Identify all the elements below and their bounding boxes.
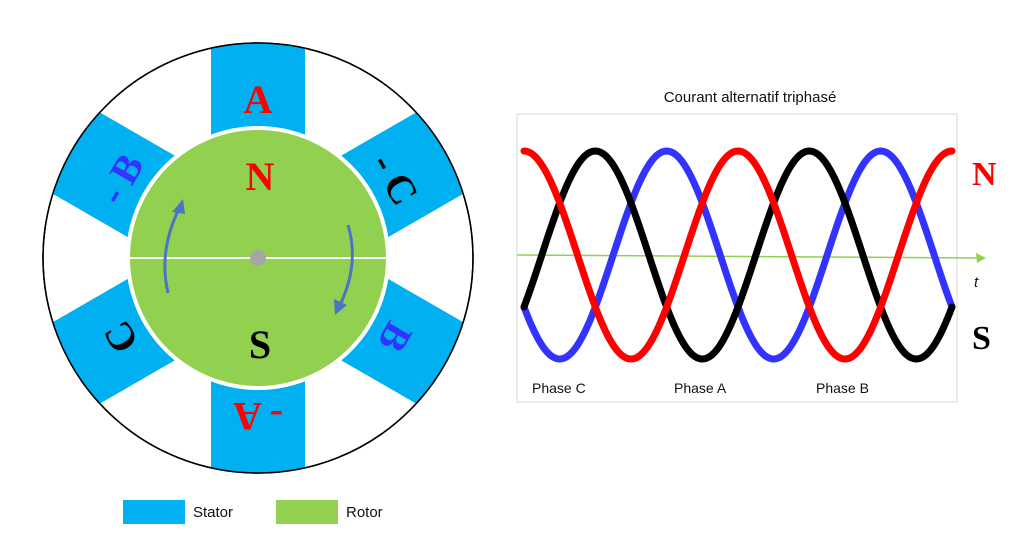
time-axis-label: t bbox=[974, 274, 979, 291]
legend-item-rotor: Rotor bbox=[276, 500, 383, 524]
stator-label-neg-a: - A bbox=[233, 394, 283, 439]
legend-swatch-rotor bbox=[276, 500, 338, 524]
legend-label-rotor: Rotor bbox=[346, 503, 383, 521]
series-phase-a-line bbox=[520, 147, 956, 363]
series-label-phase-a: Phase A bbox=[674, 380, 727, 396]
stator-label-a: A bbox=[244, 77, 273, 122]
series-label-phase-b: Phase B bbox=[816, 380, 869, 396]
rotor-label-north: N bbox=[246, 154, 275, 199]
chart-title: Courant alternatif triphasé bbox=[663, 89, 837, 106]
rotation-arrow-right bbox=[337, 224, 354, 308]
time-axis-arrowhead bbox=[976, 253, 986, 263]
rotor-shaft bbox=[250, 250, 266, 266]
rotation-arrow-left-head bbox=[172, 199, 185, 214]
rotation-arrow-left bbox=[163, 206, 182, 294]
rotation-arrow-right-head bbox=[334, 299, 347, 315]
legend-label-stator: Stator bbox=[193, 503, 234, 521]
chart-label-north: N bbox=[972, 156, 997, 193]
legend-swatch-stator bbox=[123, 500, 185, 524]
motor-diagram: A - C B - A C - B N S bbox=[42, 42, 474, 474]
series-label-phase-c: Phase C bbox=[532, 380, 586, 396]
legend-item-stator: Stator bbox=[123, 500, 233, 524]
three-phase-chart: t Phase C Phase A Phase B N S bbox=[516, 113, 997, 403]
rotor-label-south: S bbox=[249, 322, 271, 367]
chart-label-south: S bbox=[972, 320, 991, 357]
